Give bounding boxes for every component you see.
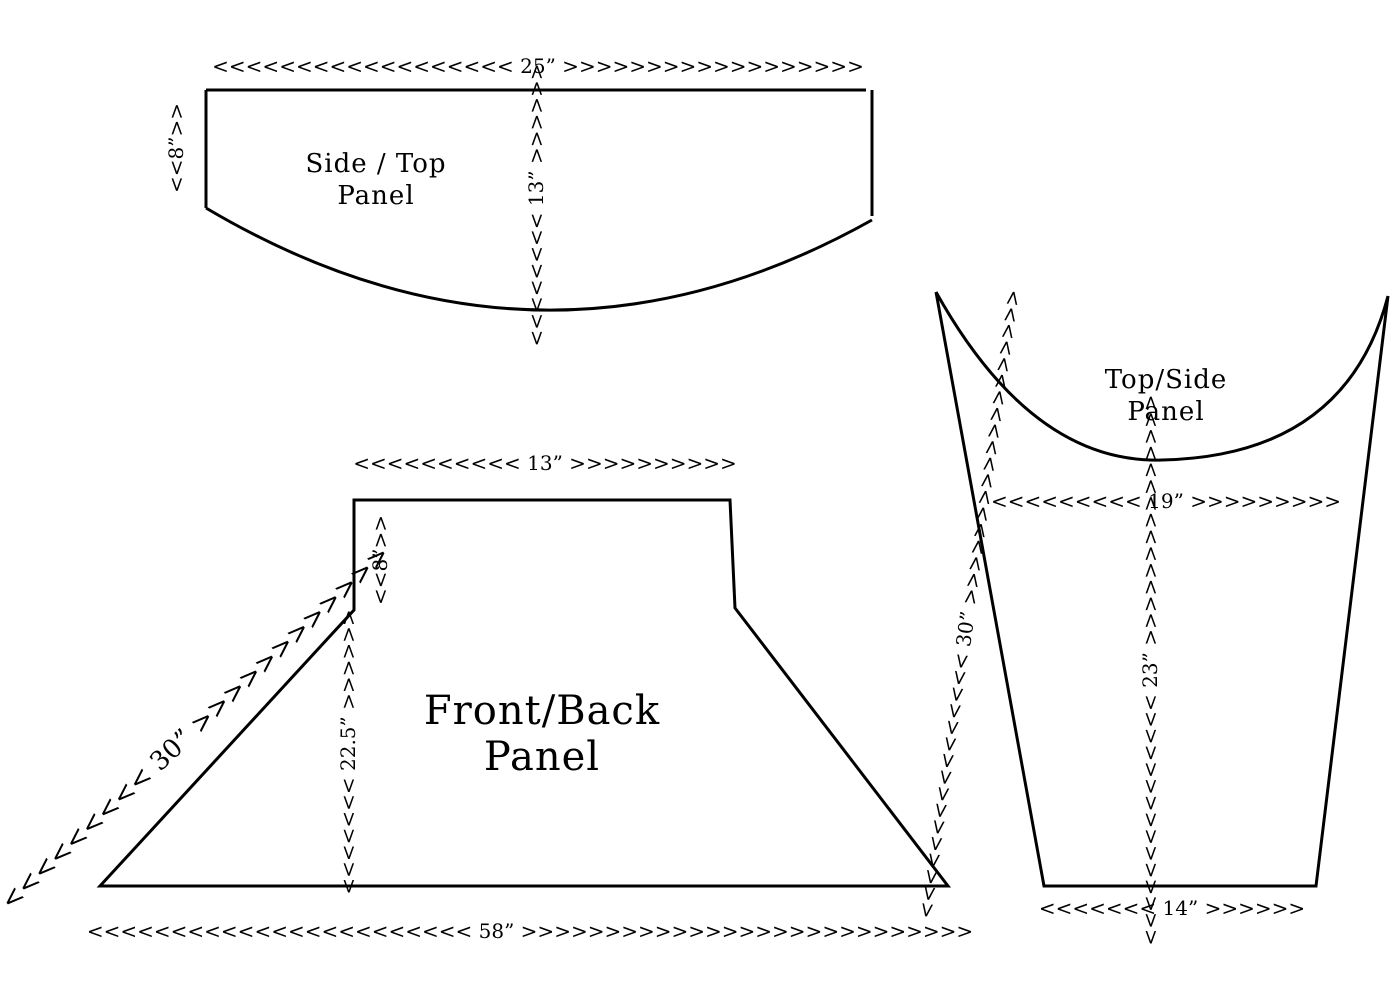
front-back-panel-outline bbox=[96, 498, 952, 888]
front-back-panel: <<<<<<<<<< 13” >>>>>>>>>> <<8”>> <<<<<<<… bbox=[0, 451, 973, 943]
side-top-panel-outline bbox=[204, 88, 874, 312]
side-top-height-dimension: <<<<<<<< 13” >>>>>> bbox=[524, 64, 548, 347]
top-side-panel: <<<<<<<<< 19” >>>>>>>>> <<<<<<<<<<<<<<<<… bbox=[913, 288, 1390, 946]
top-side-panel-label-line2: Panel bbox=[1127, 397, 1204, 427]
top-side-slant-dimension: <<<<<<<<<<<<<<<< 30” >>>>>>>>>>>>>>>>>>> bbox=[913, 288, 1025, 920]
side-top-side-dimension: <<8”>> bbox=[164, 103, 188, 193]
top-side-panel-label-line1: Top/Side bbox=[1105, 365, 1228, 395]
side-top-panel-label-line1: Side / Top bbox=[305, 149, 446, 179]
top-side-width-dimension: <<<<<<<<< 19” >>>>>>>>> bbox=[991, 489, 1341, 513]
front-back-top-dimension: <<<<<<<<<< 13” >>>>>>>>>> bbox=[353, 451, 737, 475]
front-back-bottom-dimension: <<<<<<<<<<<<<<<<<<<<<<< 58” >>>>>>>>>>>>… bbox=[87, 919, 973, 943]
front-back-panel-label-line2: Panel bbox=[484, 734, 600, 780]
top-side-panel-outline bbox=[934, 291, 1390, 888]
front-back-height-dimension: <<<<<<< 22.5” >>>>>> bbox=[336, 609, 360, 894]
side-top-panel-label-line2: Panel bbox=[337, 181, 414, 211]
top-side-bottom-dimension: <<<<<<< 14” >>>>>> bbox=[1039, 896, 1305, 920]
side-top-width-dimension: <<<<<<<<<<<<<<<<<< 25” >>>>>>>>>>>>>>>>>… bbox=[212, 54, 864, 78]
front-back-notch-dimension: <<8”>> bbox=[368, 515, 392, 605]
top-side-height-dimension: <<<<<<<<<<<<<<< 23” >>>>>>>>>>>>>>> bbox=[1138, 394, 1162, 945]
side-top-panel: <<<<<<<<<<<<<<<<<< 25” >>>>>>>>>>>>>>>>>… bbox=[164, 54, 874, 347]
front-back-panel-label-line1: Front/Back bbox=[424, 688, 660, 734]
